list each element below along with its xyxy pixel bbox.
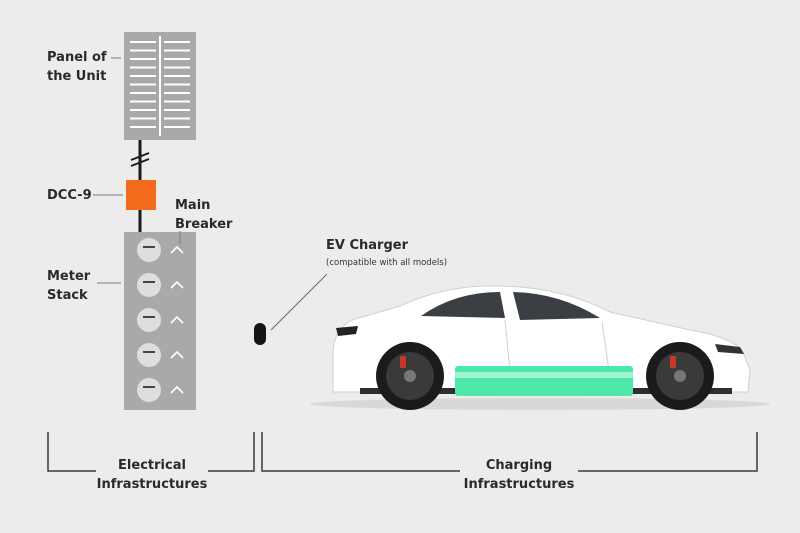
electrical-infrastructures-label: Electrical Infrastructures <box>96 456 208 494</box>
breaker-switch <box>170 315 184 324</box>
breaker-switch <box>170 280 184 289</box>
unit-panel <box>124 32 196 140</box>
meter-rows <box>137 238 184 402</box>
meter-dial <box>137 343 161 367</box>
main-breaker-label: Main Breaker <box>175 196 232 234</box>
ev-charger-label: EV Charger <box>326 238 408 253</box>
meter-row <box>137 343 184 367</box>
panel-label-line1: Panel of <box>47 50 107 65</box>
main-breaker-line2: Breaker <box>175 217 233 232</box>
panel-slats <box>130 41 190 128</box>
ev-charger-note: (compatible with all models) <box>326 258 448 268</box>
battery-glow <box>455 366 633 396</box>
charging-infrastructures-label: Charging Infrastructures <box>460 456 578 494</box>
dcc-9-box <box>126 180 156 210</box>
main-breaker-line1: Main <box>175 198 211 213</box>
electrical-line1: Electrical <box>118 458 186 473</box>
meter-dial <box>137 308 161 332</box>
electric-car-illustration <box>310 285 770 410</box>
ev-charger-unit <box>254 323 266 345</box>
meter-stack <box>124 232 196 410</box>
breaker-switch <box>170 385 184 394</box>
breaker-switch <box>170 350 184 359</box>
charging-line2: Infrastructures <box>463 477 575 492</box>
electrical-line2: Infrastructures <box>96 477 208 492</box>
meter-row <box>137 378 184 402</box>
panel-label-line2: the Unit <box>47 69 107 84</box>
meter-stack-label: Meter Stack <box>47 267 90 305</box>
electrical-bracket <box>47 432 255 472</box>
meter-row <box>137 308 184 332</box>
dcc-label: DCC-9 <box>47 188 92 203</box>
meter-row <box>137 238 184 262</box>
ev-charger-leader <box>270 273 328 331</box>
meter-dial <box>137 378 161 402</box>
panel-label: Panel of the Unit <box>47 48 107 86</box>
front-wheel <box>646 342 714 410</box>
charging-line1: Charging <box>485 458 553 473</box>
break-symbol <box>130 152 150 167</box>
meter-dial <box>137 273 161 297</box>
meter-dial <box>137 238 161 262</box>
breaker-switch <box>170 245 184 254</box>
rear-wheel <box>376 342 444 410</box>
meter-stack-line2: Stack <box>47 288 88 303</box>
meter-row <box>137 273 184 297</box>
charging-bracket <box>261 432 758 472</box>
meter-stack-line1: Meter <box>47 269 91 284</box>
